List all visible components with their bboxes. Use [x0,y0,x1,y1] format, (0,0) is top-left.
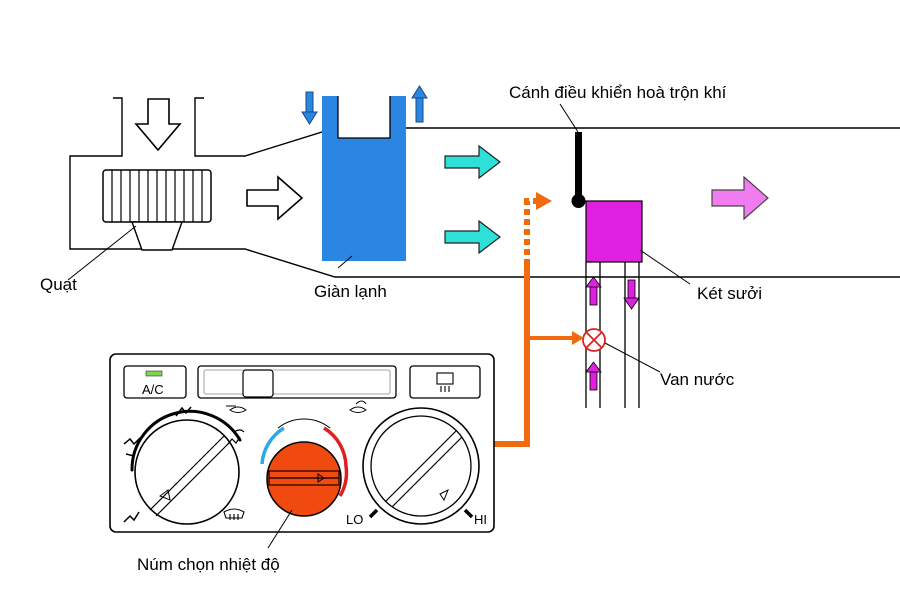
mix-door-label: Cánh điều khiển hoà trộn khí [509,83,727,102]
fan-lo-label: LO [346,512,363,527]
fan-leader-line [67,225,137,281]
fan-hi-label: HI [474,512,487,527]
vent-foot-defrost-icon [227,429,245,445]
fan [102,169,212,251]
warm-air-arrow [711,175,769,221]
cold-air-arrow-upper [444,144,501,180]
coolant-down-arrow [623,279,640,310]
vent-face-icon [175,406,192,417]
recirculation-slider[interactable] [197,365,397,399]
refrigerant-in-arrow [301,91,318,125]
rear-defrost-button[interactable] [409,365,481,399]
vent-bilevel-icon [123,437,141,457]
evaporator-label: Giàn lạnh [314,282,387,301]
defrost-icon [223,508,245,520]
water-valve-label: Van nước [660,370,735,389]
temp-knob[interactable] [266,441,342,549]
cold-air-arrow-lower [444,219,501,255]
coolant-up-arrow-lower [585,361,602,391]
control-cable [494,192,584,447]
temp-knob-label: Núm chọn nhiệt độ [137,555,280,574]
ac-button-label: A/C [142,382,164,397]
recirc-air-icon [349,400,367,413]
fan-speed-knob[interactable] [362,407,480,525]
fan-air-arrow [246,175,304,221]
coolant-up-arrow-upper [585,276,602,306]
refrigerant-out-arrow [411,85,428,123]
inlet-air-arrow [134,98,182,152]
mode-knob[interactable] [130,409,242,525]
evaporator [322,96,406,269]
water-valve [582,328,661,373]
fresh-air-icon [226,405,247,413]
heater-core-label: Két sưởi [697,284,762,303]
heater-core [585,200,691,408]
vent-foot-icon [123,511,140,523]
mix-door [559,103,586,208]
temp-scale [260,418,349,497]
air-duct [69,97,900,278]
ac-button[interactable] [123,365,187,399]
fan-label: Quạt [40,275,77,294]
rear-defrost-icon [436,372,454,392]
